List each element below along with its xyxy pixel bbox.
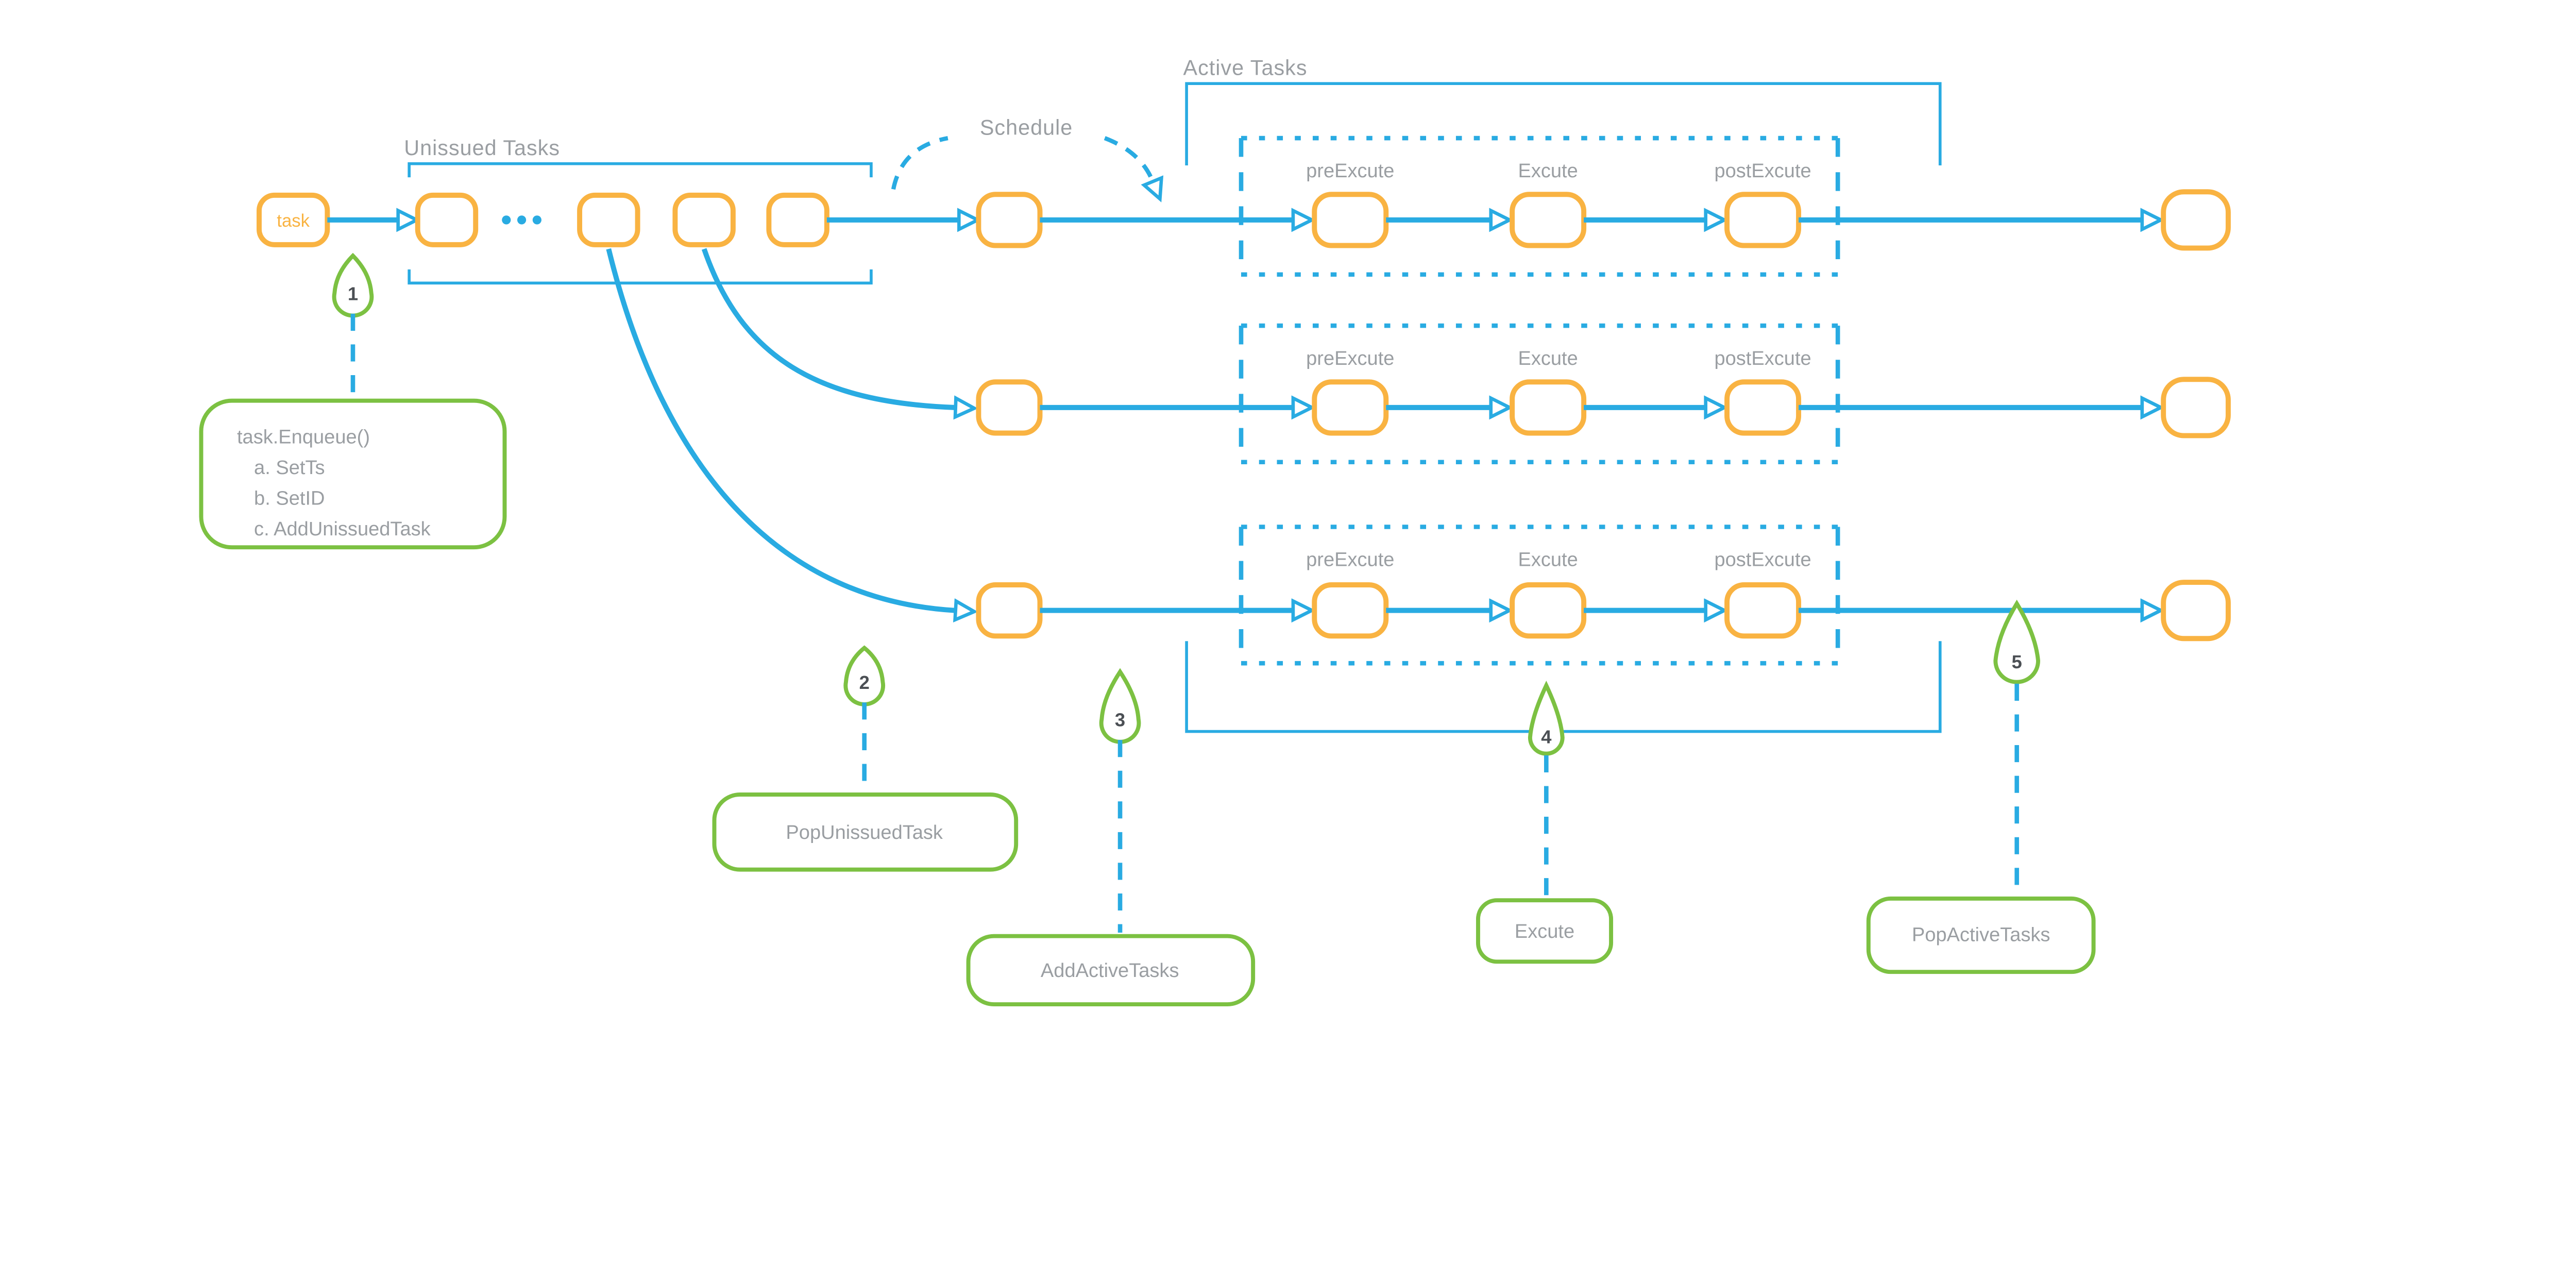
row2-preexcute-node — [1312, 379, 1389, 436]
row3-excute-node — [1510, 582, 1587, 639]
marker-4-number: 4 — [1541, 727, 1552, 748]
task-node-label: task — [277, 211, 310, 231]
row3-done-node — [2161, 580, 2231, 642]
row2-excute-node — [1510, 379, 1587, 436]
queue-node-2 — [577, 192, 640, 247]
diagram-canvas: Unissued Tasks task Schedule Active Task… — [199, 56, 2231, 1007]
marker-1-line-1: task.Enqueue() — [237, 426, 370, 448]
marker-2-label-box — [712, 792, 1019, 872]
active-tasks-label: Active Tasks — [1183, 56, 1307, 80]
marker-5-label-box — [1866, 896, 2096, 974]
worker-row-3: preExcute Excute postExcute — [1040, 525, 2231, 666]
worker-row-1: preExcute Excute postExcute — [1040, 136, 2231, 277]
row3-excute-label: Excute — [1518, 549, 1578, 571]
marker-1-label-box — [199, 398, 507, 550]
task-scheduling-diagram: Unissued Tasks task Schedule Active Task… — [199, 56, 2231, 1007]
marker-5-teardrop — [1993, 599, 2040, 684]
dispatched-node-row3 — [976, 582, 1043, 639]
marker-3: 3 AddActiveTasks — [966, 668, 1256, 1007]
dispatched-node-row2 — [976, 379, 1043, 436]
row2-excute-label: Excute — [1518, 348, 1578, 369]
marker-1-number: 1 — [348, 283, 358, 304]
marker-5-number: 5 — [2012, 651, 2022, 672]
unissued-tasks-bracket-bottom — [408, 269, 873, 285]
row2-preexcute-label: preExcute — [1306, 348, 1394, 369]
schedule-dashed-arc-left — [891, 136, 948, 190]
marker-2-label: PopUnissuedTask — [786, 822, 943, 844]
marker-1-line-4: c. AddUnissuedTask — [254, 518, 431, 540]
row2-postexcute-label: postExcute — [1714, 348, 1811, 369]
marker-4-teardrop — [1528, 680, 1565, 756]
row1-preexcute-label: preExcute — [1306, 160, 1394, 182]
schedule-label: Schedule — [980, 115, 1073, 139]
marker-4-label: Excute — [1515, 921, 1574, 942]
row3-preexcute-node — [1312, 582, 1389, 639]
marker-3-label: AddActiveTasks — [1041, 960, 1179, 982]
row1-preexcute-node — [1312, 192, 1389, 248]
curve-queue-to-row2 — [701, 248, 955, 408]
row3-preexcute-label: preExcute — [1306, 549, 1394, 571]
queue-node-4 — [766, 192, 829, 247]
queue-ellipsis-icon — [502, 215, 541, 225]
marker-4-label-box — [1476, 898, 1614, 964]
row3-postexcute-label: postExcute — [1714, 549, 1811, 571]
row2-done-node — [2161, 377, 2231, 438]
row1-postexcute-node — [1724, 192, 1802, 248]
active-tasks-bracket-top — [1185, 82, 1942, 165]
marker-2-number: 2 — [859, 672, 870, 693]
marker-1: 1 task.Enqueue() a. SetTs b. SetID c. Ad… — [199, 252, 507, 550]
schedule-dashed-arrow-right — [1104, 136, 1153, 181]
row1-excute-node — [1510, 192, 1587, 248]
queue-node-3 — [672, 192, 736, 247]
marker-1-line-3: b. SetID — [254, 487, 325, 509]
row3-postexcute-node — [1724, 582, 1802, 639]
marker-4: 4 Excute — [1476, 680, 1614, 964]
marker-3-teardrop — [1099, 668, 1141, 744]
marker-5-label: PopActiveTasks — [1912, 924, 2050, 946]
row1-done-node — [2161, 189, 2231, 251]
marker-3-label-box — [966, 934, 1256, 1007]
marker-1-line-2: a. SetTs — [254, 457, 325, 479]
row1-postexcute-label: postExcute — [1714, 160, 1811, 182]
row1-excute-label: Excute — [1518, 160, 1578, 182]
worker-row-2: preExcute Excute postExcute — [1040, 323, 2231, 465]
row2-postexcute-node — [1724, 379, 1802, 436]
task-node — [257, 192, 330, 247]
unissued-tasks-label: Unissued Tasks — [404, 136, 560, 160]
marker-2: 2 PopUnissuedTask — [712, 645, 1019, 872]
marker-5: 5 PopActiveTasks — [1866, 599, 2096, 974]
queue-node-1 — [415, 192, 479, 247]
marker-3-number: 3 — [1115, 710, 1125, 731]
dispatched-node-row1 — [976, 192, 1043, 248]
curve-queue-to-row3 — [606, 248, 955, 611]
active-tasks-bracket-bottom — [1185, 641, 1942, 733]
unissued-tasks-bracket-top — [408, 162, 873, 178]
